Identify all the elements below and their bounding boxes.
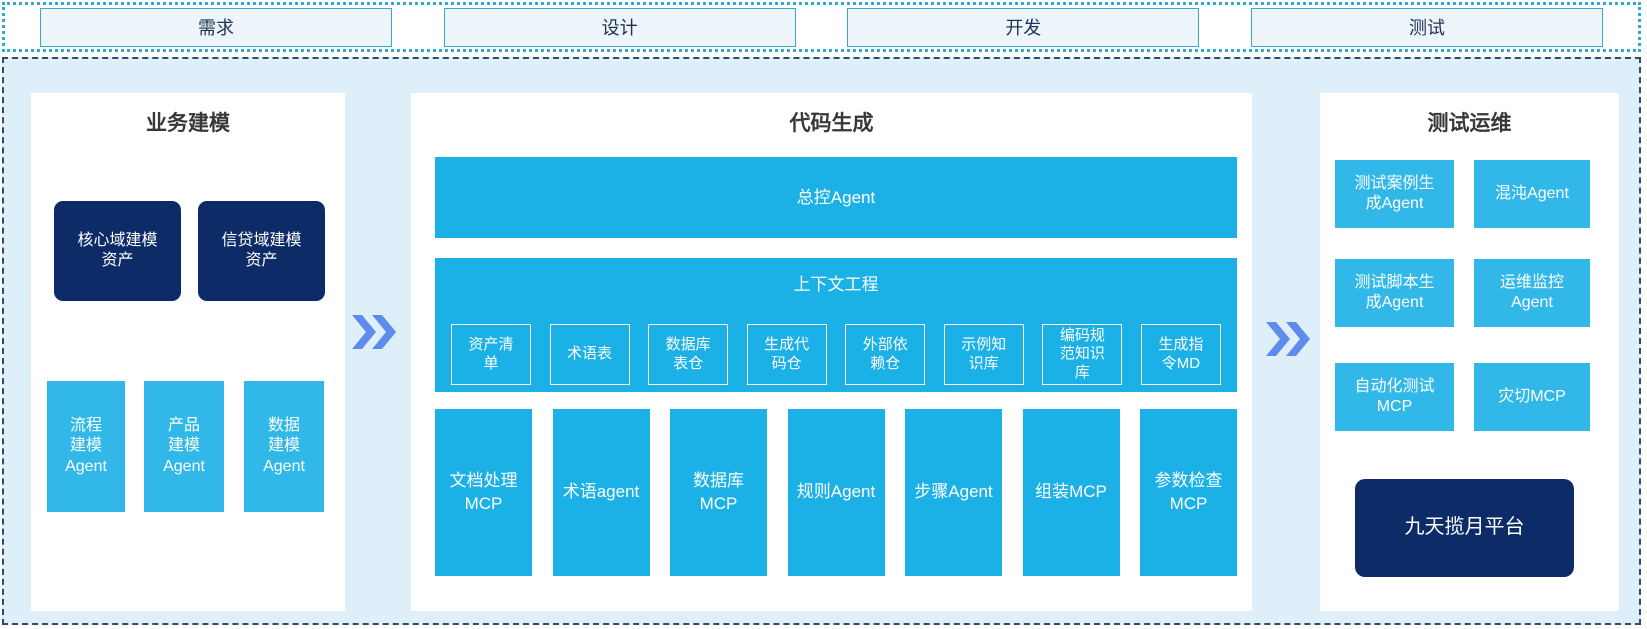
external-deps-repo-box: 外部依 赖仓: [845, 324, 926, 385]
glossary-agent-box: 术语agent: [552, 409, 650, 576]
example-kb-box: 示例知 识库: [943, 324, 1024, 385]
auto-test-mcp-box: 自动化测试 MCP: [1335, 363, 1454, 431]
phase-strip: 需求 设计 开发 测试: [2, 2, 1641, 52]
generated-code-repo-box: 生成代 码仓: [746, 324, 827, 385]
phase-requirements: 需求: [40, 7, 392, 47]
ops-monitor-agent-box: 运维监控 Agent: [1474, 259, 1590, 327]
panel-code-generation: 代码生成 总控Agent 上下文工程 资产清 单 术语表 数据库 表仓 生成代 …: [411, 93, 1252, 611]
rules-agent-box: 规则Agent: [787, 409, 885, 576]
credit-domain-asset-box: 信贷域建模 资产: [198, 201, 325, 301]
db-table-repo-box: 数据库 表仓: [648, 324, 729, 385]
assembly-mcp-box: 组装MCP: [1022, 409, 1120, 576]
process-modeling-agent-box: 流程 建模 Agent: [47, 381, 125, 512]
glossary-box: 术语表: [549, 324, 630, 385]
generate-instruction-md-box: 生成指 令MD: [1140, 324, 1221, 385]
test-case-gen-agent-box: 测试案例生 成Agent: [1335, 160, 1454, 228]
chevron-right-icon: [1266, 322, 1310, 356]
disaster-switch-mcp-box: 灾切MCP: [1474, 363, 1590, 431]
database-mcp-box: 数据库 MCP: [670, 409, 767, 576]
main-canvas: 业务建模 核心域建模 资产 信贷域建模 资产 流程 建模 Agent 产品 建模…: [2, 57, 1641, 625]
jiutian-lanyue-platform-box: 九天揽月平台: [1355, 479, 1574, 577]
test-script-gen-agent-box: 测试脚本生 成Agent: [1335, 259, 1454, 327]
phase-design: 设计: [443, 7, 796, 47]
master-agent-bar: 总控Agent: [435, 157, 1237, 238]
context-engineering-title: 上下文工程: [793, 275, 879, 294]
doc-processing-mcp-box: 文档处理 MCP: [435, 409, 532, 576]
product-modeling-agent-box: 产品 建模 Agent: [144, 381, 224, 512]
context-engineering-box: 上下文工程 资产清 单 术语表 数据库 表仓 生成代 码仓 外部依 赖仓 示例知…: [435, 258, 1237, 392]
core-domain-asset-box: 核心域建模 资产: [54, 201, 181, 301]
executor-row: 文档处理 MCP 术语agent 数据库 MCP 规则Agent 步骤Agent…: [435, 409, 1237, 576]
steps-agent-box: 步骤Agent: [905, 409, 1002, 576]
panel-test-ops: 测试运维 测试案例生 成Agent 混沌Agent 测试脚本生 成Agent 运…: [1320, 93, 1619, 611]
phase-development: 开发: [847, 7, 1200, 47]
panel-testops-title: 测试运维: [1427, 112, 1512, 135]
chaos-agent-box: 混沌Agent: [1474, 160, 1590, 228]
coding-standard-kb-box: 编码规 范知识 库: [1042, 324, 1123, 385]
context-items-row: 资产清 单 术语表 数据库 表仓 生成代 码仓 外部依 赖仓 示例知 识库 编码…: [451, 324, 1221, 385]
panel-business-title: 业务建模: [146, 112, 230, 135]
asset-list-box: 资产清 单: [451, 324, 531, 385]
panel-codegen-title: 代码生成: [789, 112, 874, 135]
chevron-right-icon: [352, 315, 396, 349]
phase-testing: 测试: [1250, 7, 1603, 47]
data-modeling-agent-box: 数据 建模 Agent: [244, 381, 324, 512]
panel-business-modeling: 业务建模 核心域建模 资产 信贷域建模 资产 流程 建模 Agent 产品 建模…: [31, 93, 345, 611]
param-check-mcp-box: 参数检查 MCP: [1140, 409, 1237, 576]
